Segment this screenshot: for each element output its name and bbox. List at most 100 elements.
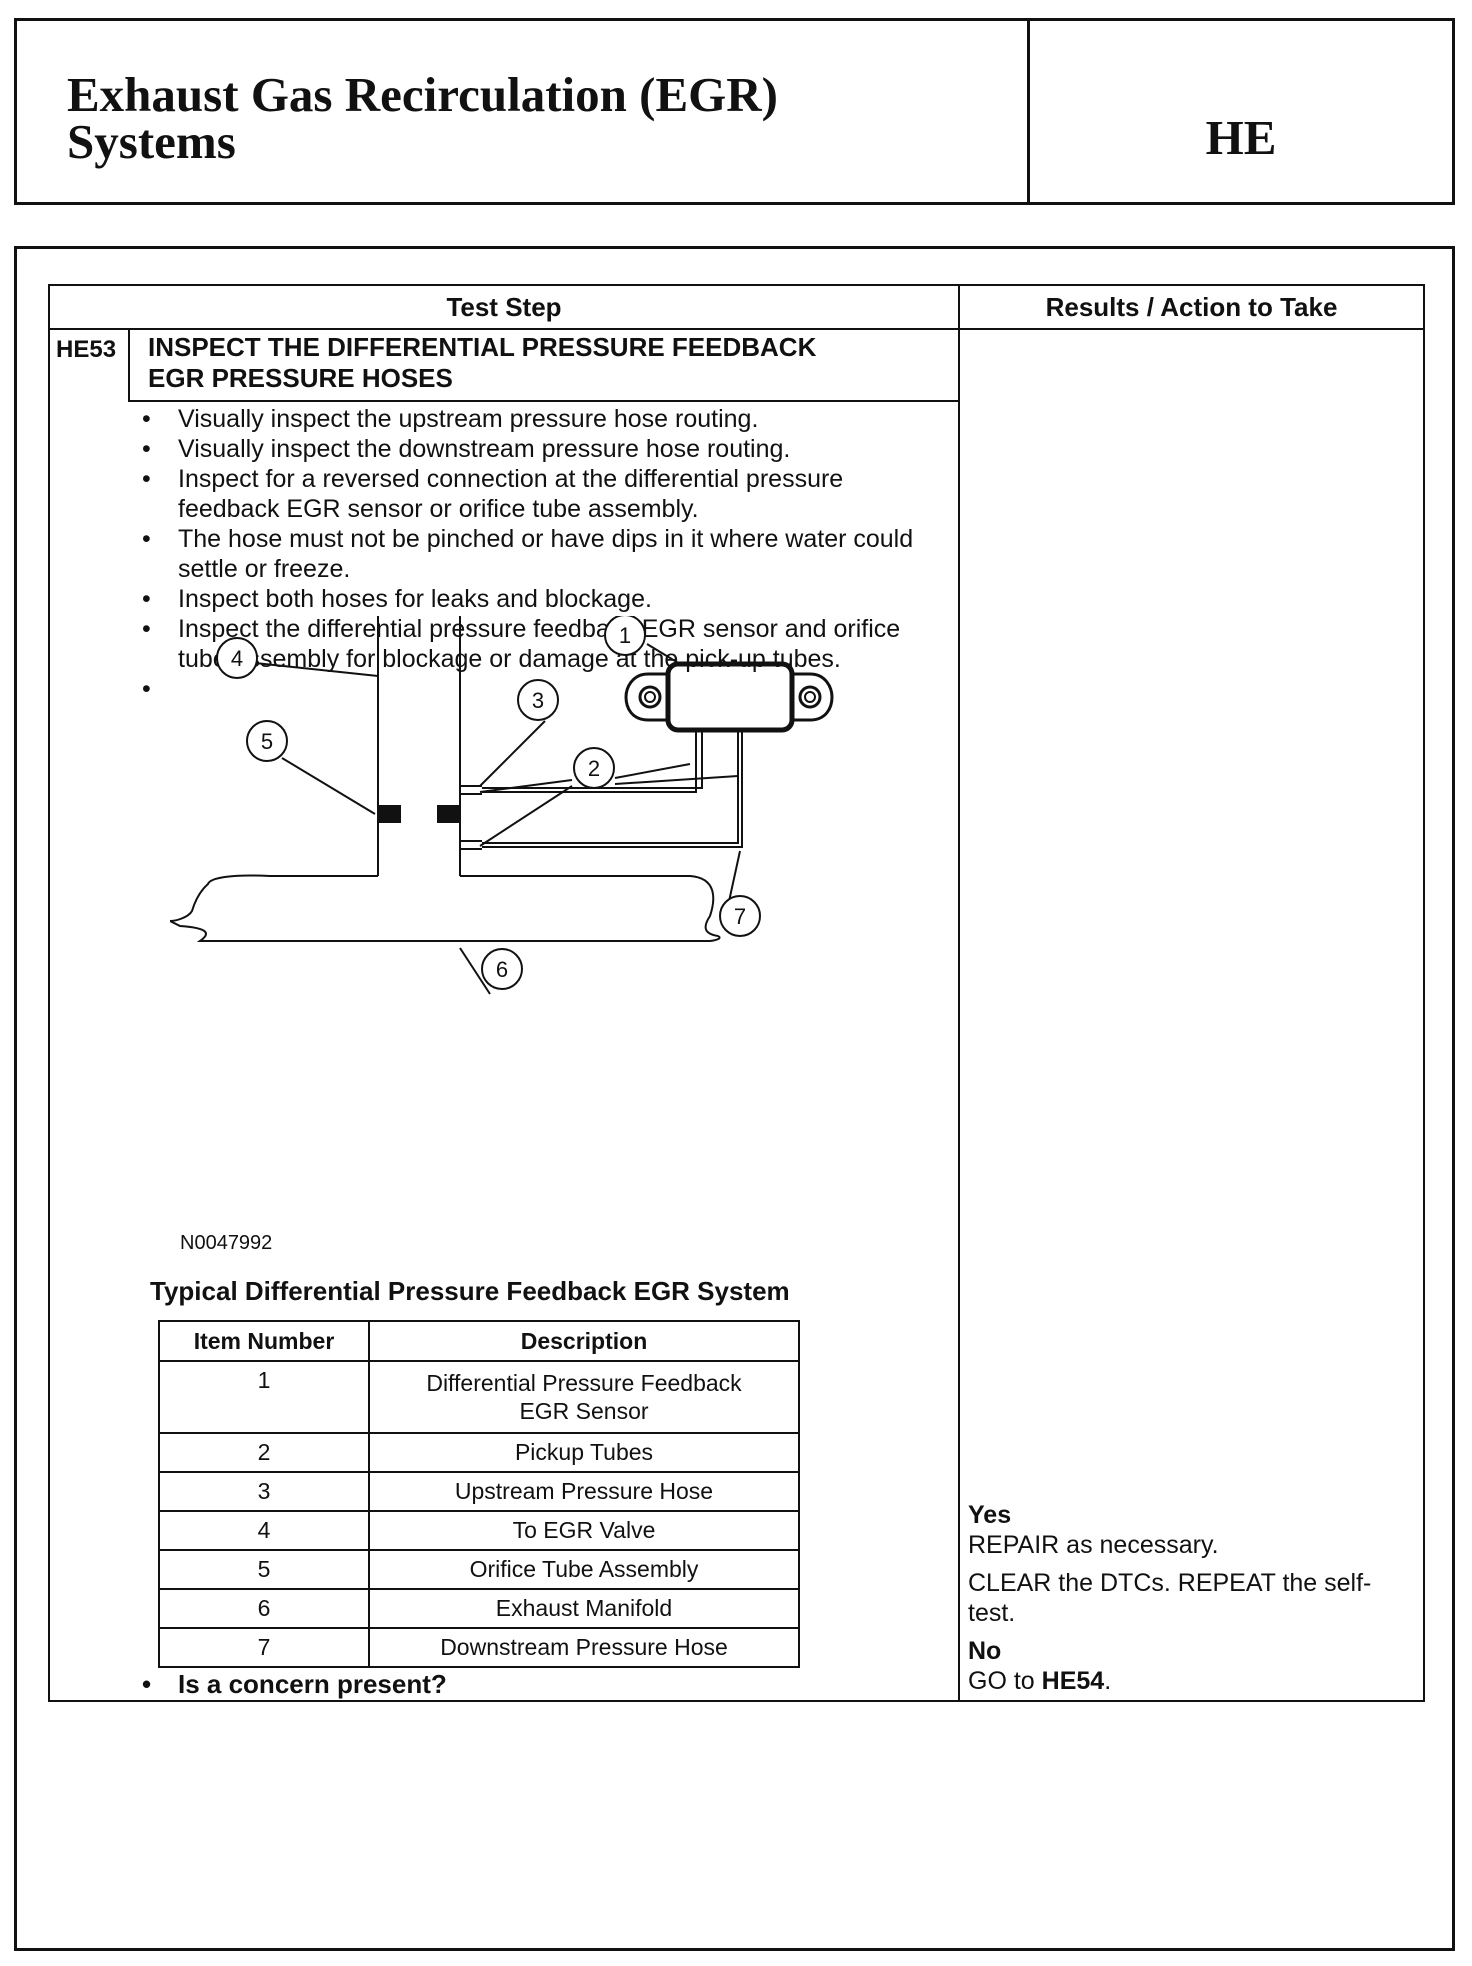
no-label: No	[968, 1637, 1002, 1665]
document-title-line1: Exhaust Gas Recirculation (EGR)	[67, 67, 778, 122]
no-action-code-link[interactable]: HE54	[1041, 1667, 1105, 1695]
results-action: Yes REPAIR as necessary. CLEAR the DTCs.…	[968, 1500, 1408, 1696]
item-description: Downstream Pressure Hose	[368, 1627, 800, 1668]
callout-6	[481, 948, 523, 990]
item-legend-table: Item Number Description 1 Differential P…	[158, 1320, 800, 1668]
page-header: Exhaust Gas Recirculation (EGR) Systems …	[14, 18, 1455, 205]
manifold-top-left	[170, 874, 378, 922]
item-number: 2	[158, 1432, 370, 1473]
callout-leader-3	[479, 720, 546, 787]
callout-label-2: 2	[588, 756, 600, 781]
step-title-line2: EGR PRESSURE HOSES	[148, 363, 453, 393]
callout-2	[573, 747, 615, 789]
item-description: Differential Pressure Feedback EGR Senso…	[368, 1360, 800, 1434]
callout-leader-7	[727, 850, 741, 907]
item-number: 1	[158, 1360, 370, 1434]
yes-action-clear: CLEAR the DTCs. REPEAT the self-test.	[968, 1569, 1372, 1627]
callout-3	[517, 679, 559, 721]
callout-leader-2a	[479, 779, 573, 793]
step-title-divider	[128, 400, 958, 402]
figure-caption: Typical Differential Pressure Feedback E…	[150, 1276, 790, 1306]
upstream-hose-outer	[482, 728, 703, 789]
callout-leader-2d	[614, 775, 739, 785]
item-number: 3	[158, 1471, 370, 1512]
sensor-mount-left	[624, 672, 668, 722]
yes-label: Yes	[968, 1501, 1012, 1529]
bullet-item: Inspect both hoses for leaks and blockag…	[138, 584, 948, 614]
concern-question-text: Is a concern present?	[178, 1669, 447, 1699]
callout-label-3: 3	[532, 688, 544, 713]
callout-label-1: 1	[619, 623, 631, 648]
bullet-item: Inspect for a reversed connection at the…	[138, 464, 948, 524]
column-header-test-step: Test Step	[446, 292, 562, 322]
no-action-prefix: GO to	[968, 1667, 1035, 1695]
manifold-bottom	[170, 920, 721, 942]
manifold-top-right	[460, 875, 719, 937]
bullet-item: Inspect the differential pressure feedba…	[138, 614, 948, 674]
column-header-results: Results / Action to Take	[1045, 292, 1338, 322]
table-row: 6 Exhaust Manifold	[158, 1588, 800, 1629]
item-number: 7	[158, 1627, 370, 1668]
step-title-line1: INSPECT THE DIFFERENTIAL PRESSURE FEEDBA…	[148, 332, 817, 362]
bullet-item: The hose must not be pinched or have dip…	[138, 524, 948, 584]
header-row-divider	[50, 328, 1423, 330]
sensor-mount-right	[792, 672, 834, 722]
section-code: HE	[1205, 110, 1277, 165]
downstream-hose-outer	[482, 728, 739, 844]
inspection-bullets: Visually inspect the upstream pressure h…	[138, 404, 948, 704]
item-description: Upstream Pressure Hose	[368, 1471, 800, 1512]
column-divider	[958, 286, 960, 1700]
callout-leader-4	[254, 662, 379, 677]
yes-action-repair: REPAIR as necessary.	[968, 1531, 1219, 1559]
bullet-item	[138, 674, 948, 704]
header-divider	[1027, 21, 1030, 202]
egr-system-diagram: 1 2 3 4 5 6 7	[170, 616, 834, 995]
table-header-row: Item Number Description	[158, 1320, 800, 1362]
column-header-description: Description	[368, 1320, 800, 1362]
egr-sensor-body	[665, 661, 795, 733]
callout-leader-2b	[479, 785, 573, 847]
document-title-line2: Systems	[67, 114, 236, 169]
table-row: 3 Upstream Pressure Hose	[158, 1471, 800, 1512]
item-description: To EGR Valve	[368, 1510, 800, 1551]
page-body-frame	[14, 246, 1455, 1951]
test-step-table: Test Step Results / Action to Take HE53 …	[48, 284, 1425, 1702]
step-id-divider	[128, 328, 130, 402]
callout-leader-2c	[614, 763, 691, 779]
no-action-suffix: .	[1104, 1667, 1112, 1695]
callout-label-5: 5	[261, 729, 273, 754]
figure-id: N0047992	[180, 1232, 273, 1254]
table-row: 2 Pickup Tubes	[158, 1432, 800, 1473]
table-row: 5 Orifice Tube Assembly	[158, 1549, 800, 1590]
item-description: Pickup Tubes	[368, 1432, 800, 1473]
bullet-item: Visually inspect the upstream pressure h…	[138, 404, 948, 434]
concern-question: Is a concern present?	[138, 1669, 447, 1700]
callout-label-4: 4	[231, 646, 243, 671]
callout-label-7: 7	[734, 904, 746, 929]
step-title: INSPECT THE DIFFERENTIAL PRESSURE FEEDBA…	[148, 332, 948, 394]
document-title: Exhaust Gas Recirculation (EGR) Systems	[67, 67, 967, 169]
item-description: Orifice Tube Assembly	[368, 1549, 800, 1590]
table-row: 4 To EGR Valve	[158, 1510, 800, 1551]
callout-leader-6	[459, 947, 491, 995]
column-header-item-number: Item Number	[158, 1320, 370, 1362]
downstream-hose-inner	[482, 728, 743, 848]
callout-leader-5	[281, 757, 376, 815]
callout-4	[216, 637, 258, 679]
callout-7	[719, 895, 761, 937]
callout-5	[246, 720, 288, 762]
item-description: Exhaust Manifold	[368, 1588, 800, 1629]
orifice-block-right	[437, 805, 461, 823]
callout-leader-1	[646, 643, 681, 665]
step-id: HE53	[56, 336, 117, 363]
upstream-hose-inner	[482, 728, 697, 793]
no-action: GO to HE54.	[968, 1666, 1408, 1696]
table-row: 1 Differential Pressure Feedback EGR Sen…	[158, 1360, 800, 1434]
table-row: 7 Downstream Pressure Hose	[158, 1627, 800, 1668]
item-number: 4	[158, 1510, 370, 1551]
item-number: 6	[158, 1588, 370, 1629]
callout-1	[604, 616, 646, 656]
orifice-block-left	[377, 805, 401, 823]
callout-label-6: 6	[496, 957, 508, 982]
bullet-item: Visually inspect the downstream pressure…	[138, 434, 948, 464]
